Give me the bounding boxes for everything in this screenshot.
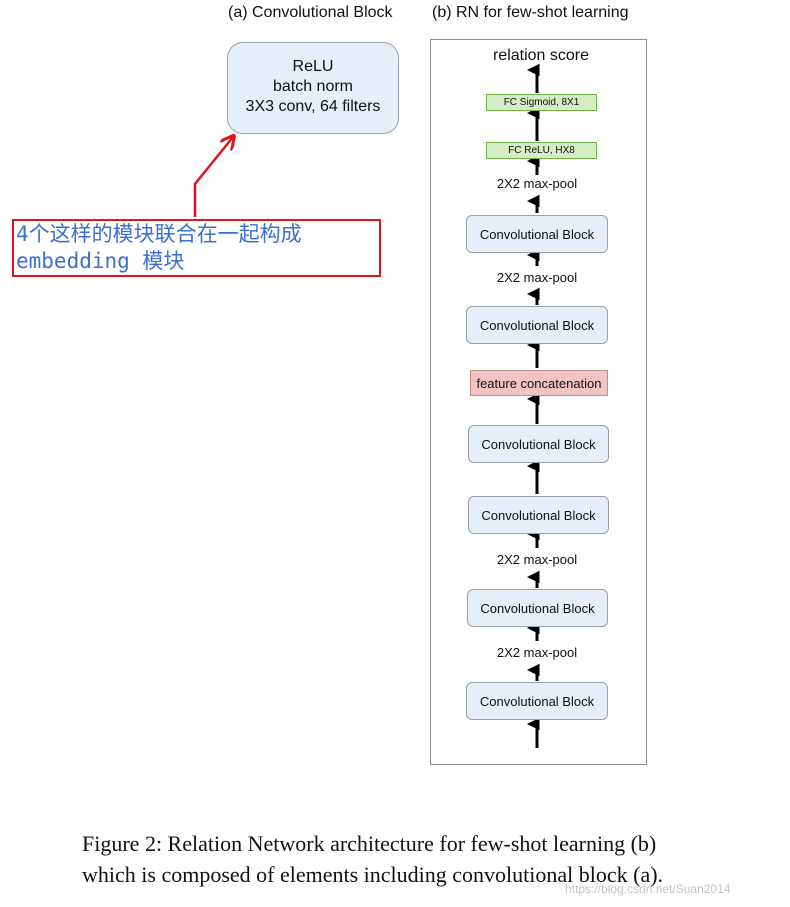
caption-line-2: which is composed of elements including …: [82, 862, 664, 887]
max-pool-label: 2X2 max-pool: [496, 176, 578, 191]
relu-label: ReLU: [292, 58, 334, 75]
figure-caption: Figure 2: Relation Network architecture …: [82, 828, 663, 890]
max-pool-label: 2X2 max-pool: [496, 270, 578, 285]
max-pool-label: 2X2 max-pool: [496, 552, 578, 567]
feature-concatenation-layer: feature concatenation: [470, 370, 608, 396]
conv-block-3: Convolutional Block: [468, 496, 609, 534]
annotation-arrow: [193, 137, 233, 217]
panel-a-title: (a) Convolutional Block: [228, 4, 393, 21]
annotation-line-1: 4个这样的模块联合在一起构成: [16, 222, 302, 246]
max-pool-label: 2X2 max-pool: [496, 645, 578, 660]
caption-line-1: Figure 2: Relation Network architecture …: [82, 831, 657, 856]
panel-b-title: (b) RN for few-shot learning: [432, 4, 629, 21]
conv-block-1: Convolutional Block: [466, 682, 608, 720]
watermark: https://blog.csdn.net/Suan2014: [565, 882, 731, 896]
embedding-annotation-box: 4个这样的模块联合在一起构成 embedding 模块: [12, 219, 381, 277]
conv-block-6: Convolutional Block: [466, 215, 608, 253]
conv-block-2: Convolutional Block: [467, 589, 608, 627]
conv-block-5: Convolutional Block: [466, 306, 608, 344]
conv-filters-label: 3X3 conv, 64 filters: [245, 98, 381, 115]
conv-block-4: Convolutional Block: [468, 425, 609, 463]
fc-relu-layer: FC ReLU, HX8: [486, 142, 597, 159]
rn-architecture-panel: [430, 39, 647, 765]
fc-sigmoid-layer: FC Sigmoid, 8X1: [486, 94, 597, 111]
batch-norm-label: batch norm: [272, 78, 354, 95]
relation-score-label: relation score: [492, 47, 590, 64]
convolutional-block-detail: ReLU batch norm 3X3 conv, 64 filters: [227, 42, 399, 134]
annotation-line-2: embedding 模块: [16, 249, 185, 273]
